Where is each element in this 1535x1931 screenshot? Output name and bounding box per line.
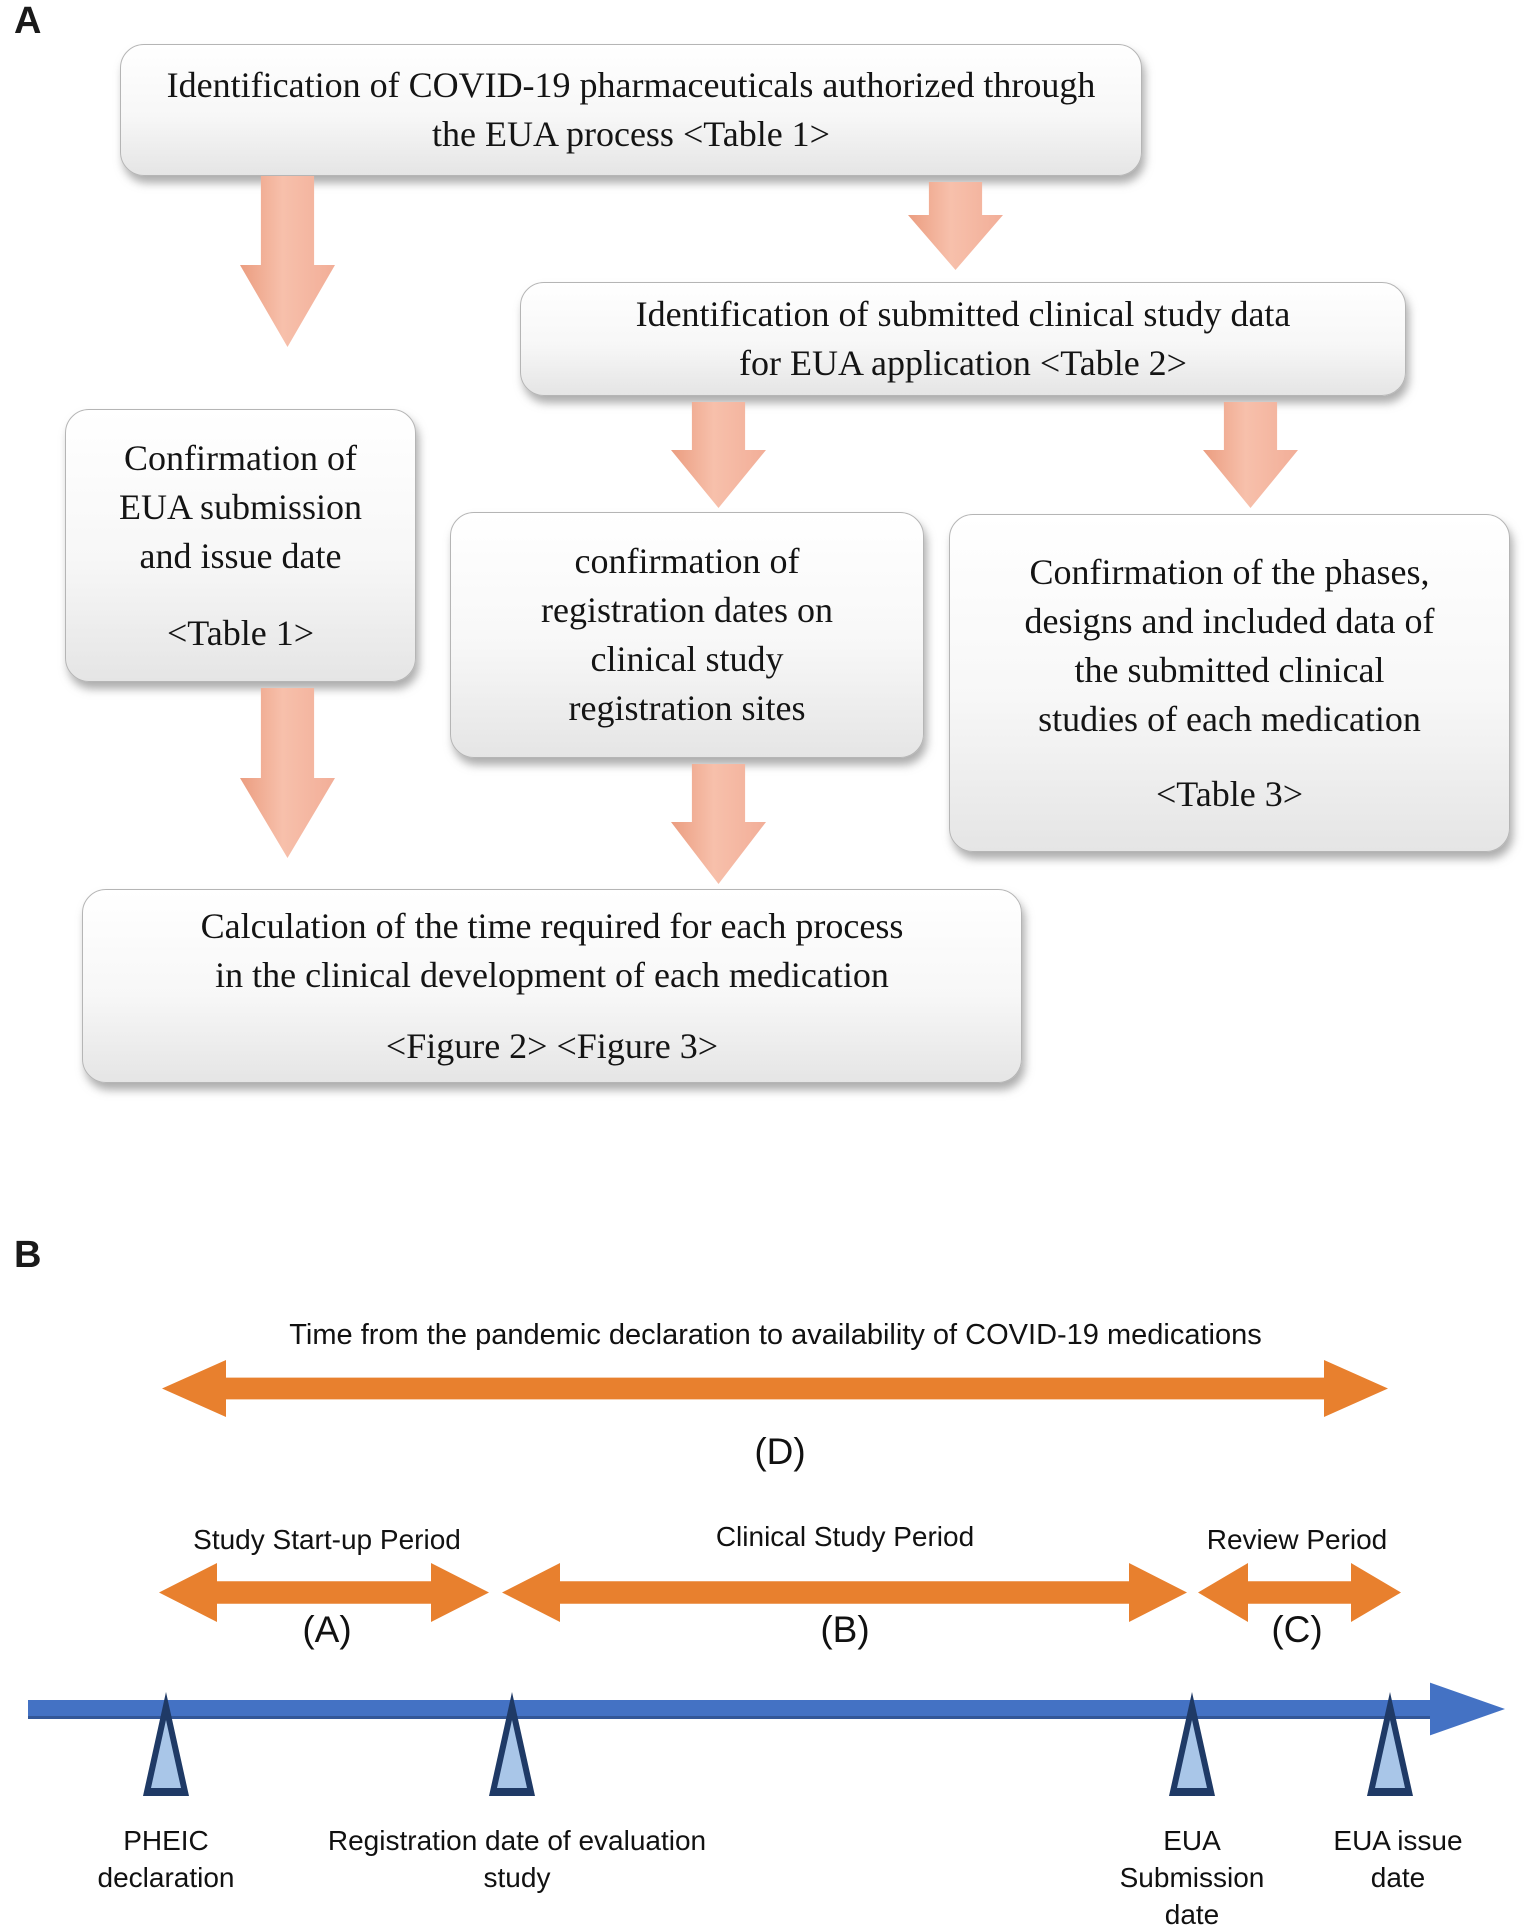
span-letter-c: (C) <box>1271 1609 1323 1650</box>
panel-a-label: A <box>14 0 42 42</box>
milestone-line: study <box>483 1862 551 1893</box>
flow-box-submitted-data: Identification of submitted clinical stu… <box>520 282 1406 396</box>
flow-box-line: the submitted clinical <box>1074 649 1385 690</box>
flow-box-phases-designs: Confirmation of the phases, designs and … <box>949 514 1510 852</box>
milestone-marker-fill <box>1177 1720 1207 1788</box>
milestone-label-registration: Registration date of evaluation study <box>317 1822 717 1896</box>
flow-box-line: clinical study <box>590 639 784 679</box>
milestone-line: Registration date of evaluation <box>327 1825 707 1856</box>
overall-span-arrow-icon <box>162 1360 1388 1417</box>
period-name-clinical: Clinical Study Period <box>715 1521 975 1552</box>
flow-arrow-down-icon <box>671 764 766 884</box>
timeline-arrowhead-icon <box>1430 1682 1505 1736</box>
period-name-review: Review Period <box>1206 1524 1388 1555</box>
flow-box-line: in the clinical development of each medi… <box>215 954 889 995</box>
flow-box-line: for EUA application <Table 2> <box>739 343 1187 383</box>
flow-arrow-down-icon <box>240 688 335 858</box>
figure-reference: <Figure 2> <Figure 3> <box>385 1025 719 1066</box>
flow-box-line: the EUA process <Table 1> <box>432 114 830 154</box>
milestone-label-pheic: PHEIC declaration <box>36 1822 296 1896</box>
flow-box-identification-eua: Identification of COVID-19 pharmaceutica… <box>120 44 1142 176</box>
milestone-line: EUA issue <box>1333 1825 1463 1856</box>
milestone-line: Submission <box>1119 1862 1265 1893</box>
flow-box-line: Calculation of the time required for eac… <box>200 905 904 946</box>
table-reference: <Table 1> <box>166 612 315 653</box>
flow-arrow-down-icon <box>908 182 1003 270</box>
flow-arrow-down-icon <box>240 176 335 347</box>
timeline-title: Time from the pandemic declaration to av… <box>289 1319 1262 1351</box>
timeline-axis <box>28 1700 1440 1719</box>
flow-box-registration-dates: confirmation of registration dates on cl… <box>450 512 924 758</box>
flow-box-eua-dates: Confirmation of EUA submission and issue… <box>65 409 416 682</box>
milestone-marker-fill <box>151 1720 181 1788</box>
flow-box-line: Identification of submitted clinical stu… <box>635 294 1291 334</box>
period-name-startup: Study Start-up Period <box>193 1524 461 1555</box>
flow-box-line: designs and included data of <box>1024 600 1435 641</box>
span-letter-d: (D) <box>754 1431 806 1472</box>
milestone-line: declaration <box>97 1862 235 1893</box>
flow-box-calculation: Calculation of the time required for eac… <box>82 889 1022 1083</box>
flow-box-line: Identification of COVID-19 pharmaceutica… <box>166 65 1096 105</box>
flow-box-line: registration sites <box>568 688 806 728</box>
span-letter-b: (B) <box>820 1609 870 1650</box>
milestone-label-eua-submission: EUA Submission date <box>1072 1822 1312 1931</box>
milestone-line: date <box>1370 1862 1426 1893</box>
flow-box-line: Confirmation of the phases, <box>1029 551 1430 592</box>
milestone-marker-fill <box>497 1720 527 1788</box>
milestone-line: EUA <box>1163 1825 1221 1856</box>
flow-box-line: Confirmation of <box>124 437 357 478</box>
span-letter-a: (A) <box>302 1609 352 1650</box>
milestone-line: PHEIC <box>123 1825 209 1856</box>
flow-box-line: studies of each medication <box>1038 698 1421 739</box>
table-reference: <Table 3> <box>1155 773 1304 814</box>
flow-box-line: registration dates on <box>541 590 833 630</box>
milestone-line: date <box>1164 1899 1220 1930</box>
flow-arrow-down-icon <box>1203 402 1298 508</box>
milestone-label-eua-issue: EUA issue date <box>1278 1822 1518 1896</box>
flow-arrow-down-icon <box>671 402 766 508</box>
milestone-marker-fill <box>1375 1720 1405 1788</box>
flow-box-line: and issue date <box>139 535 342 576</box>
panel-b-label: B <box>14 1234 42 1276</box>
flow-box-line: EUA submission <box>118 486 363 527</box>
flow-box-line: confirmation of <box>574 541 800 581</box>
